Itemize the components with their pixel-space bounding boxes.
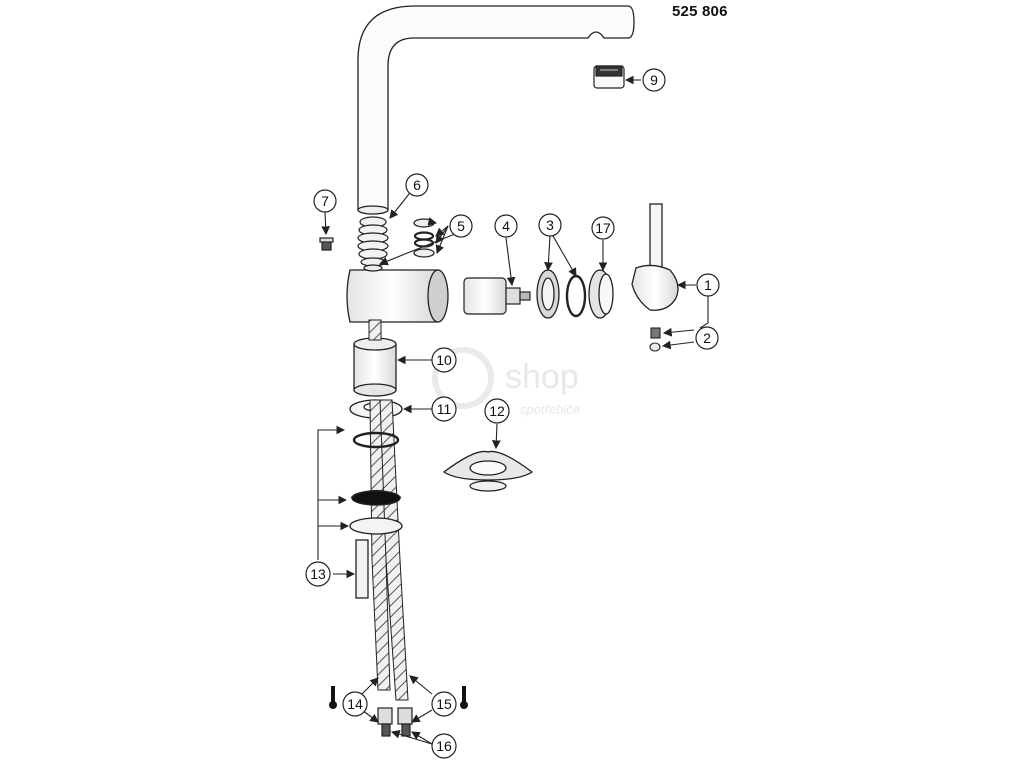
callout-label: 17	[595, 220, 611, 236]
callout-label: 12	[489, 403, 505, 419]
callout-5: 5	[449, 214, 473, 238]
callouts: 1 2 3 4 5 6 7 9 10 11 12 13 14 15 16 17	[305, 68, 720, 759]
callout-label: 6	[413, 177, 421, 193]
drawing-code: 525 806	[672, 3, 728, 20]
callout-15: 15	[431, 691, 457, 717]
callout-16: 16	[431, 733, 457, 759]
callout-label: 1	[704, 277, 712, 293]
spout	[357, 5, 635, 215]
mixer-body	[346, 264, 449, 323]
callout-label: 9	[650, 72, 658, 88]
callout-label: 2	[703, 330, 711, 346]
callout-label: 3	[546, 217, 554, 233]
callout-6: 6	[405, 173, 429, 197]
o-ring-set	[413, 218, 435, 258]
callout-17: 17	[591, 216, 615, 240]
small-screw	[319, 237, 334, 251]
callout-10: 10	[431, 347, 457, 373]
callout-7: 7	[313, 189, 337, 213]
callout-13: 13	[305, 561, 331, 587]
callout-1: 1	[696, 273, 720, 297]
callout-label: 11	[437, 401, 452, 417]
callout-12: 12	[484, 398, 510, 424]
lever-handle	[631, 203, 679, 311]
callout-2: 2	[695, 326, 719, 350]
watermark: shop spotřebiče	[432, 347, 580, 417]
callout-label: 16	[436, 738, 452, 754]
base-collar	[353, 337, 397, 397]
spring-part	[357, 216, 389, 267]
watermark-line2: spotřebiče	[520, 402, 580, 417]
sleeve	[588, 269, 614, 319]
cold-thermometer-icon	[329, 686, 337, 709]
grub-screw	[649, 327, 661, 352]
hot-thermometer-icon	[460, 686, 468, 709]
cartridge	[463, 277, 531, 315]
braided-hoses	[368, 319, 409, 701]
cartridge-nut	[536, 269, 587, 319]
aerator	[593, 65, 625, 89]
callout-label: 7	[321, 193, 329, 209]
callout-4: 4	[494, 214, 518, 238]
callout-9: 9	[642, 68, 666, 92]
callout-3: 3	[538, 213, 562, 237]
callout-14: 14	[342, 691, 368, 717]
callout-11: 11	[431, 396, 457, 422]
callout-label: 10	[436, 352, 452, 368]
seal-plate	[442, 450, 534, 492]
callout-label: 15	[436, 696, 452, 712]
fixing-set	[349, 431, 403, 599]
callout-label: 13	[310, 566, 326, 582]
hose-connectors	[377, 707, 413, 737]
callout-label: 14	[347, 696, 363, 712]
callout-label: 5	[457, 218, 465, 234]
watermark-line1: shop	[505, 358, 579, 396]
callout-label: 4	[502, 218, 510, 234]
